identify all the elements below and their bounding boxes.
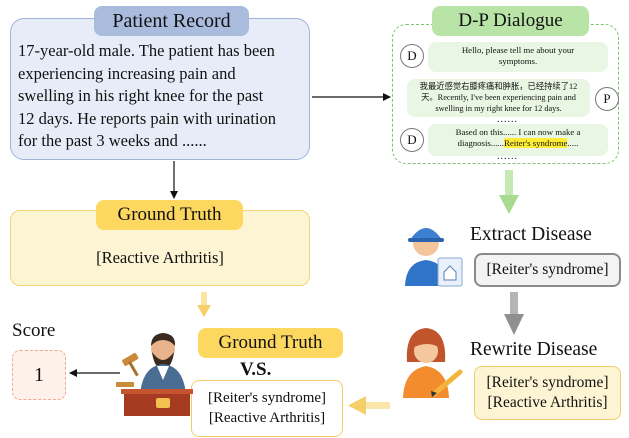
dialogue-turn-patient: 我最近感觉右膝疼痛和肿胀，已经持续了12 天。Recently, I've be… [407,79,590,117]
doctor-avatar: D [400,44,424,68]
extract-to-rewrite-arrow [504,292,524,335]
patient-record-panel [10,18,310,160]
comparison-value: [Reactive Arthritis] [208,410,326,426]
score-value: 1 [12,350,66,400]
rewrite-value: [Reactive Arthritis] [487,394,608,411]
rewrite-disease-label: Rewrite Disease [470,339,598,360]
dialogue-line: Hello, please tell me about your [461,45,575,55]
record-line: for the past 3 weeks and ...... [18,131,207,150]
dialogue-ellipsis: ...... [497,151,518,162]
comparison-value: [Reiter's syndrome] [207,390,327,406]
rewrite-to-compare-arrow [348,396,390,415]
comparison-panel: [Reiter's syndrome] [Reactive Arthritis] [191,380,343,437]
dialogue-line: symptoms. [498,56,538,66]
woman-editor-icon [403,328,463,398]
extract-disease-value: [Reiter's syndrome] [474,253,621,287]
dialogue-to-extract-arrow [499,170,519,214]
dialogue-line: swelling in my right knee for 12 days. [435,103,562,113]
patient-record-text: 17-year-old male. The patient has been e… [18,40,306,153]
diagnosis-suffix: ..... [567,138,579,148]
dialogue-title: D-P Dialogue [432,6,589,36]
ground-truth-title: Ground Truth [96,200,243,230]
patient-avatar: P [595,87,619,111]
dialogue-line: 我最近感觉右膝疼痛和肿胀，已经持续了12 [419,82,578,91]
engineer-icon [405,228,463,287]
dialogue-ellipsis: ...... [497,114,518,125]
dialogue-turn-diagnosis: Based on this...... I can now make a dia… [428,124,608,156]
rewrite-disease-panel: [Reiter's syndrome] [Reactive Arthritis] [474,366,621,420]
diagnosis-highlight: Reiter's syndrome [504,138,568,148]
ground-truth-value: [Reactive Arthritis] [96,248,224,267]
record-line: 12 days. He reports pain with urination [18,108,276,128]
ground-truth-to-compare-arrow [197,292,211,317]
doctor-avatar: D [400,128,424,152]
score-label: Score [12,320,56,341]
dialogue-line: 天。Recently, I've been experiencing pain … [421,92,576,102]
dialogue-turn-doctor: Hello, please tell me about your symptom… [428,42,608,72]
record-line: swelling in his right knee for the past [18,86,264,105]
record-line: experiencing increasing pain and [18,63,236,83]
dialogue-line: Based on this...... I can now make a [455,127,581,137]
versus-label: V.S. [240,359,272,380]
comparison-ground-truth-title: Ground Truth [198,328,343,358]
judge-icon [116,333,193,416]
patient-record-title: Patient Record [94,6,249,36]
rewrite-value: [Reiter's syndrome] [486,374,609,391]
extract-disease-label: Extract Disease [470,224,592,245]
diagnosis-prefix: diagnosis...... [457,138,505,148]
dialogue-line: diagnosis......Reiter's syndrome..... [432,138,604,149]
record-line: 17-year-old male. The patient has been [18,41,275,60]
